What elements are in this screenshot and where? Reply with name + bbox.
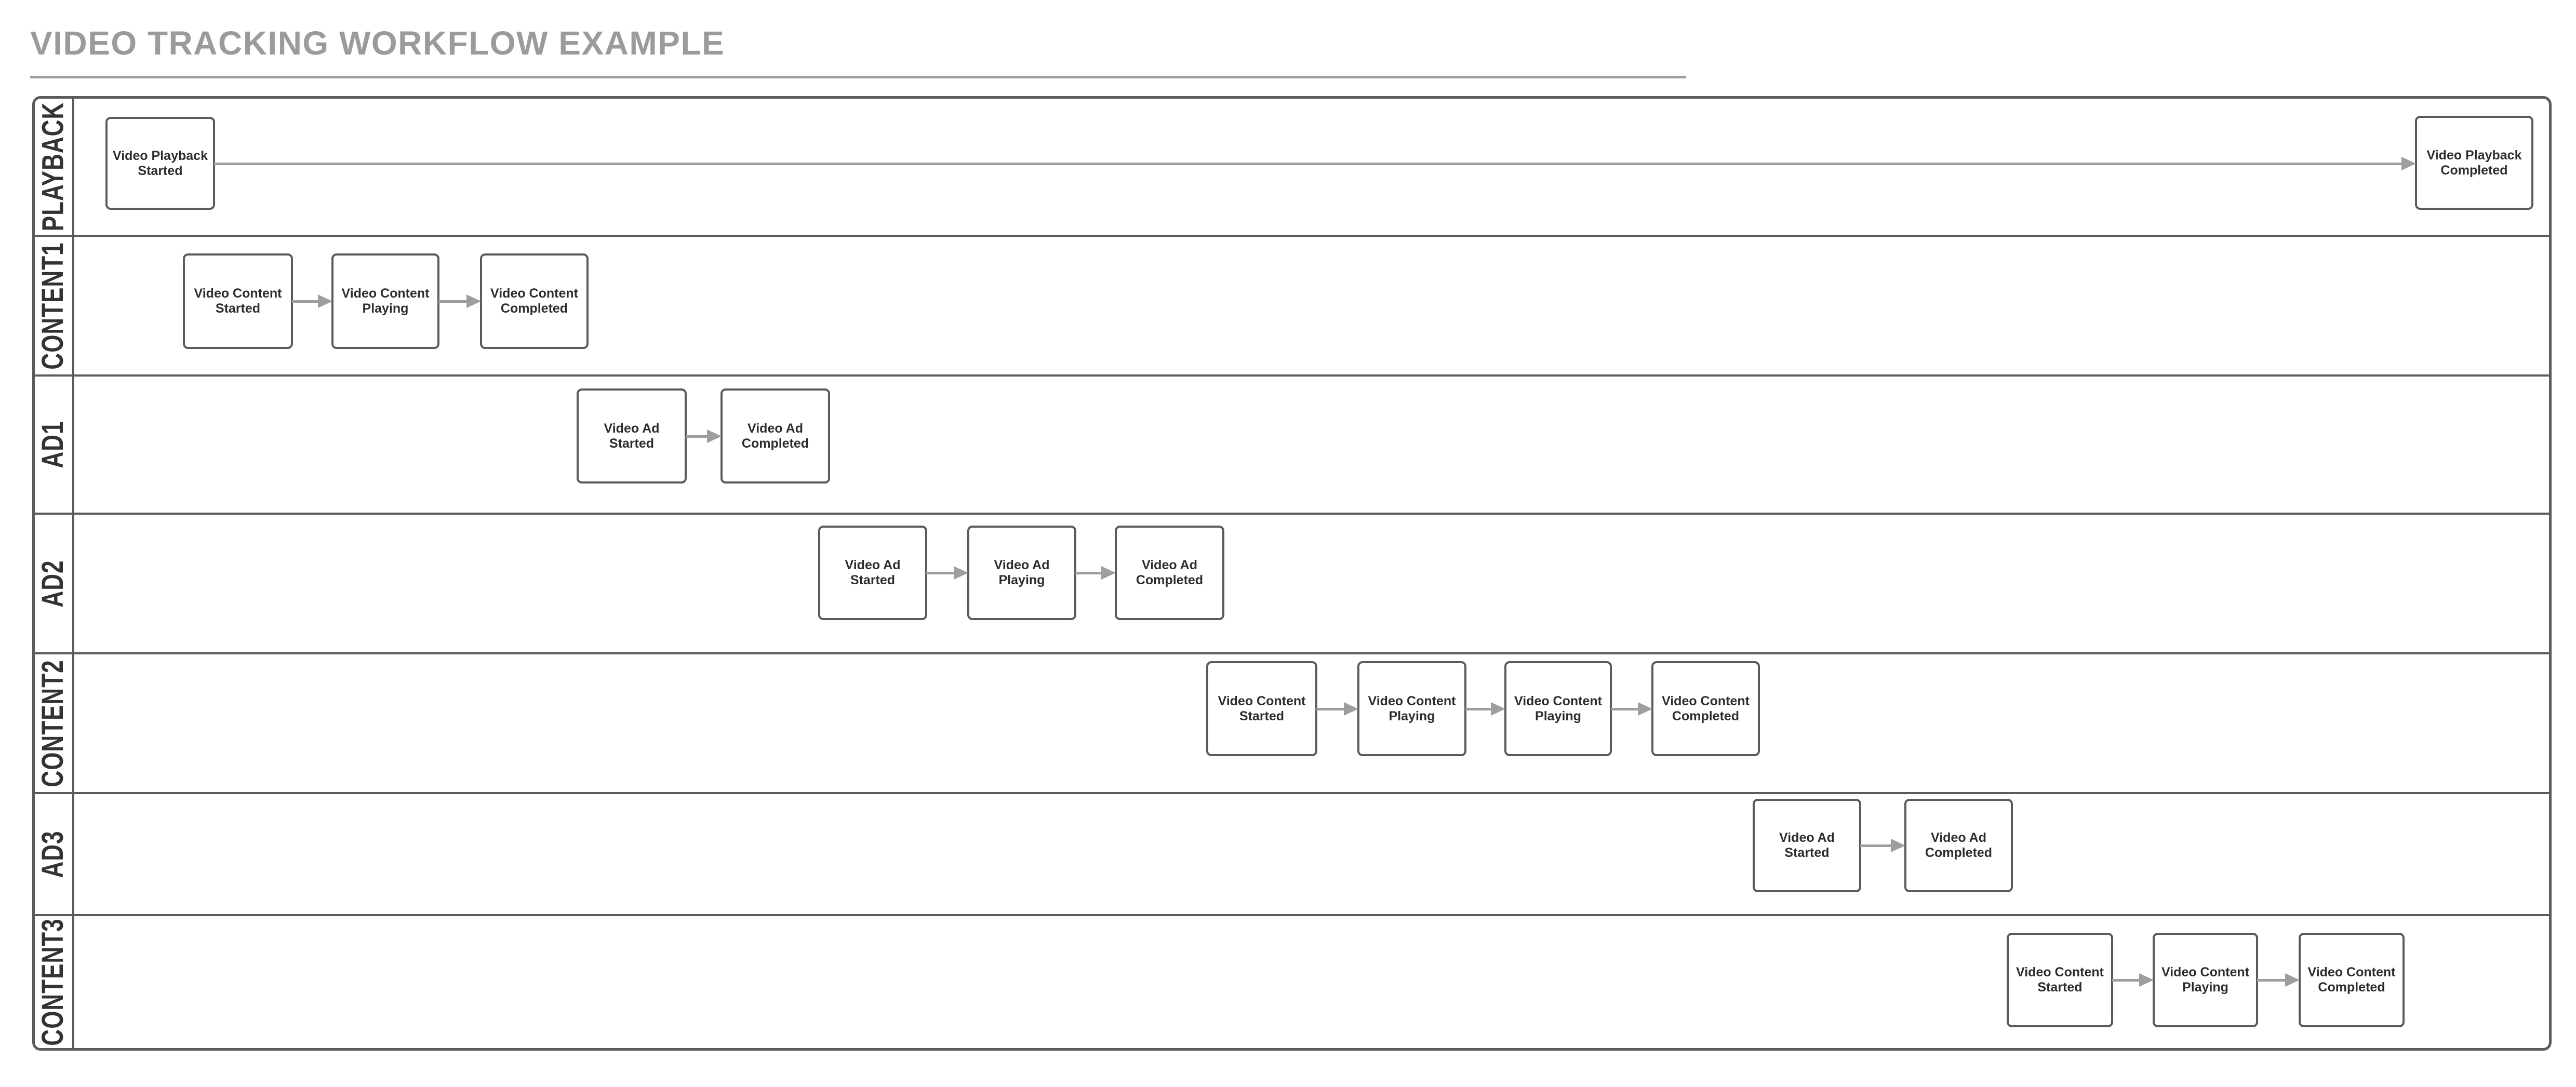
swimlane-lane-ad1: AD1 [35,374,2549,513]
lane-label: AD1 [36,421,70,468]
lane-label: CONTENT2 [36,659,70,787]
swimlane-lane-content1: CONTENT1 [35,235,2549,374]
lane-header: AD2 [35,515,74,652]
lane-content [74,237,2549,374]
lane-header: CONTENT3 [35,916,74,1048]
lane-label: CONTENT1 [36,241,70,370]
lane-label: AD2 [36,559,70,608]
lane-label: CONTENT3 [36,918,70,1046]
lane-content [74,99,2549,235]
swimlane-lane-content3: CONTENT3 [35,914,2549,1048]
lane-content [74,377,2549,513]
lane-content [74,515,2549,652]
lane-content [74,916,2549,1048]
swimlane-lane-content2: CONTENT2 [35,652,2549,792]
lane-header: CONTENT2 [35,654,74,792]
lane-header: AD1 [35,377,74,513]
lane-content [74,654,2549,792]
lane-header: PLAYBACK [35,99,74,235]
diagram-title: VIDEO TRACKING WORKFLOW EXAMPLE [30,24,725,62]
title-underline [30,76,1686,78]
swimlane-lane-playback: PLAYBACK [35,99,2549,235]
swimlane-lane-ad3: AD3 [35,792,2549,914]
lane-header: CONTENT1 [35,237,74,374]
lane-header: AD3 [35,794,74,914]
lane-content [74,794,2549,914]
swimlane-lane-ad2: AD2 [35,513,2549,652]
lane-label: AD3 [36,830,70,878]
lane-label: PLAYBACK [36,102,70,232]
